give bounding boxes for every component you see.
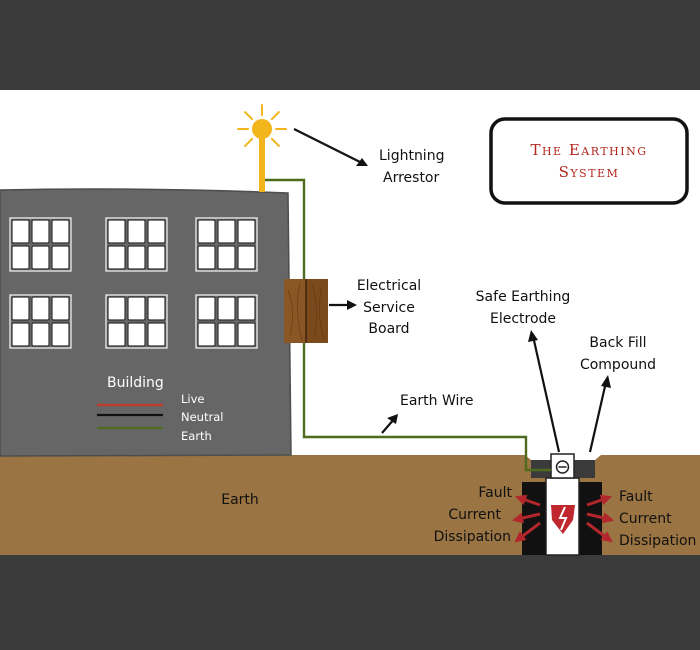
bottom-frame (0, 555, 700, 650)
legend-neutral: Neutral (181, 410, 223, 424)
title-line-1: The Earthing (530, 141, 647, 159)
top-frame (0, 0, 700, 90)
arrow-electrode (531, 335, 561, 453)
label-line: Lightning (379, 148, 444, 164)
label-back-fill: Back Fill Compound (580, 335, 656, 373)
window (105, 217, 168, 272)
label-line: Current (448, 507, 501, 523)
label-line: Fault (619, 489, 653, 505)
label-line: Dissipation (619, 533, 696, 549)
dissipation-arrow (515, 494, 541, 507)
dissipation-arrow (586, 494, 612, 507)
lightning-arrestor (237, 104, 287, 192)
label-line: Compound (580, 357, 656, 373)
label-earth-wire: Earth Wire (400, 393, 473, 409)
label-line: Board (368, 321, 409, 337)
label-line: Electrical (357, 278, 421, 294)
window (9, 217, 72, 272)
label-safe-electrode: Safe Earthing Electrode (476, 289, 571, 327)
dissipation-arrow (586, 512, 614, 524)
fault-current-arrows (512, 494, 614, 543)
label-lightning-arrestor: Lightning Arrestor (379, 148, 444, 186)
label-line: Service (363, 300, 415, 316)
arrestor-sun-icon (252, 119, 272, 139)
dissipation-arrow (512, 512, 541, 524)
arrow-lightning (293, 128, 367, 166)
label-line: Fault (478, 485, 512, 501)
label-line: Safe Earthing (476, 289, 571, 305)
window (105, 294, 168, 349)
building-windows (9, 217, 258, 349)
pointer-arrowheads (347, 158, 611, 424)
label-fault-left: Fault Current Dissipation (434, 485, 513, 545)
label-line: Arrestor (383, 170, 439, 186)
dissipation-arrow (514, 521, 541, 543)
title-box (489, 117, 689, 205)
arrow-backfill (588, 381, 608, 453)
legend-earth: Earth (181, 429, 212, 443)
label-line: Electrode (490, 311, 556, 327)
window (195, 294, 258, 349)
wire-legend: Live Neutral Earth (97, 392, 223, 443)
lightning-bolt-icon (551, 505, 575, 534)
electrical-service-board (284, 279, 328, 343)
label-fault-right: Fault Current Dissipation (619, 489, 696, 549)
earth-wire (262, 178, 551, 472)
label-building: Building (107, 375, 164, 391)
label-service-board: Electrical Service Board (357, 278, 421, 337)
window (195, 217, 258, 272)
label-line: Current (619, 511, 672, 527)
legend-live: Live (181, 392, 204, 406)
title-line-2: System (559, 163, 620, 181)
dissipation-arrow (586, 521, 613, 543)
label-earth: Earth (221, 492, 259, 508)
label-line: Dissipation (434, 529, 511, 545)
window (9, 294, 72, 349)
label-line: Back Fill (589, 335, 646, 351)
